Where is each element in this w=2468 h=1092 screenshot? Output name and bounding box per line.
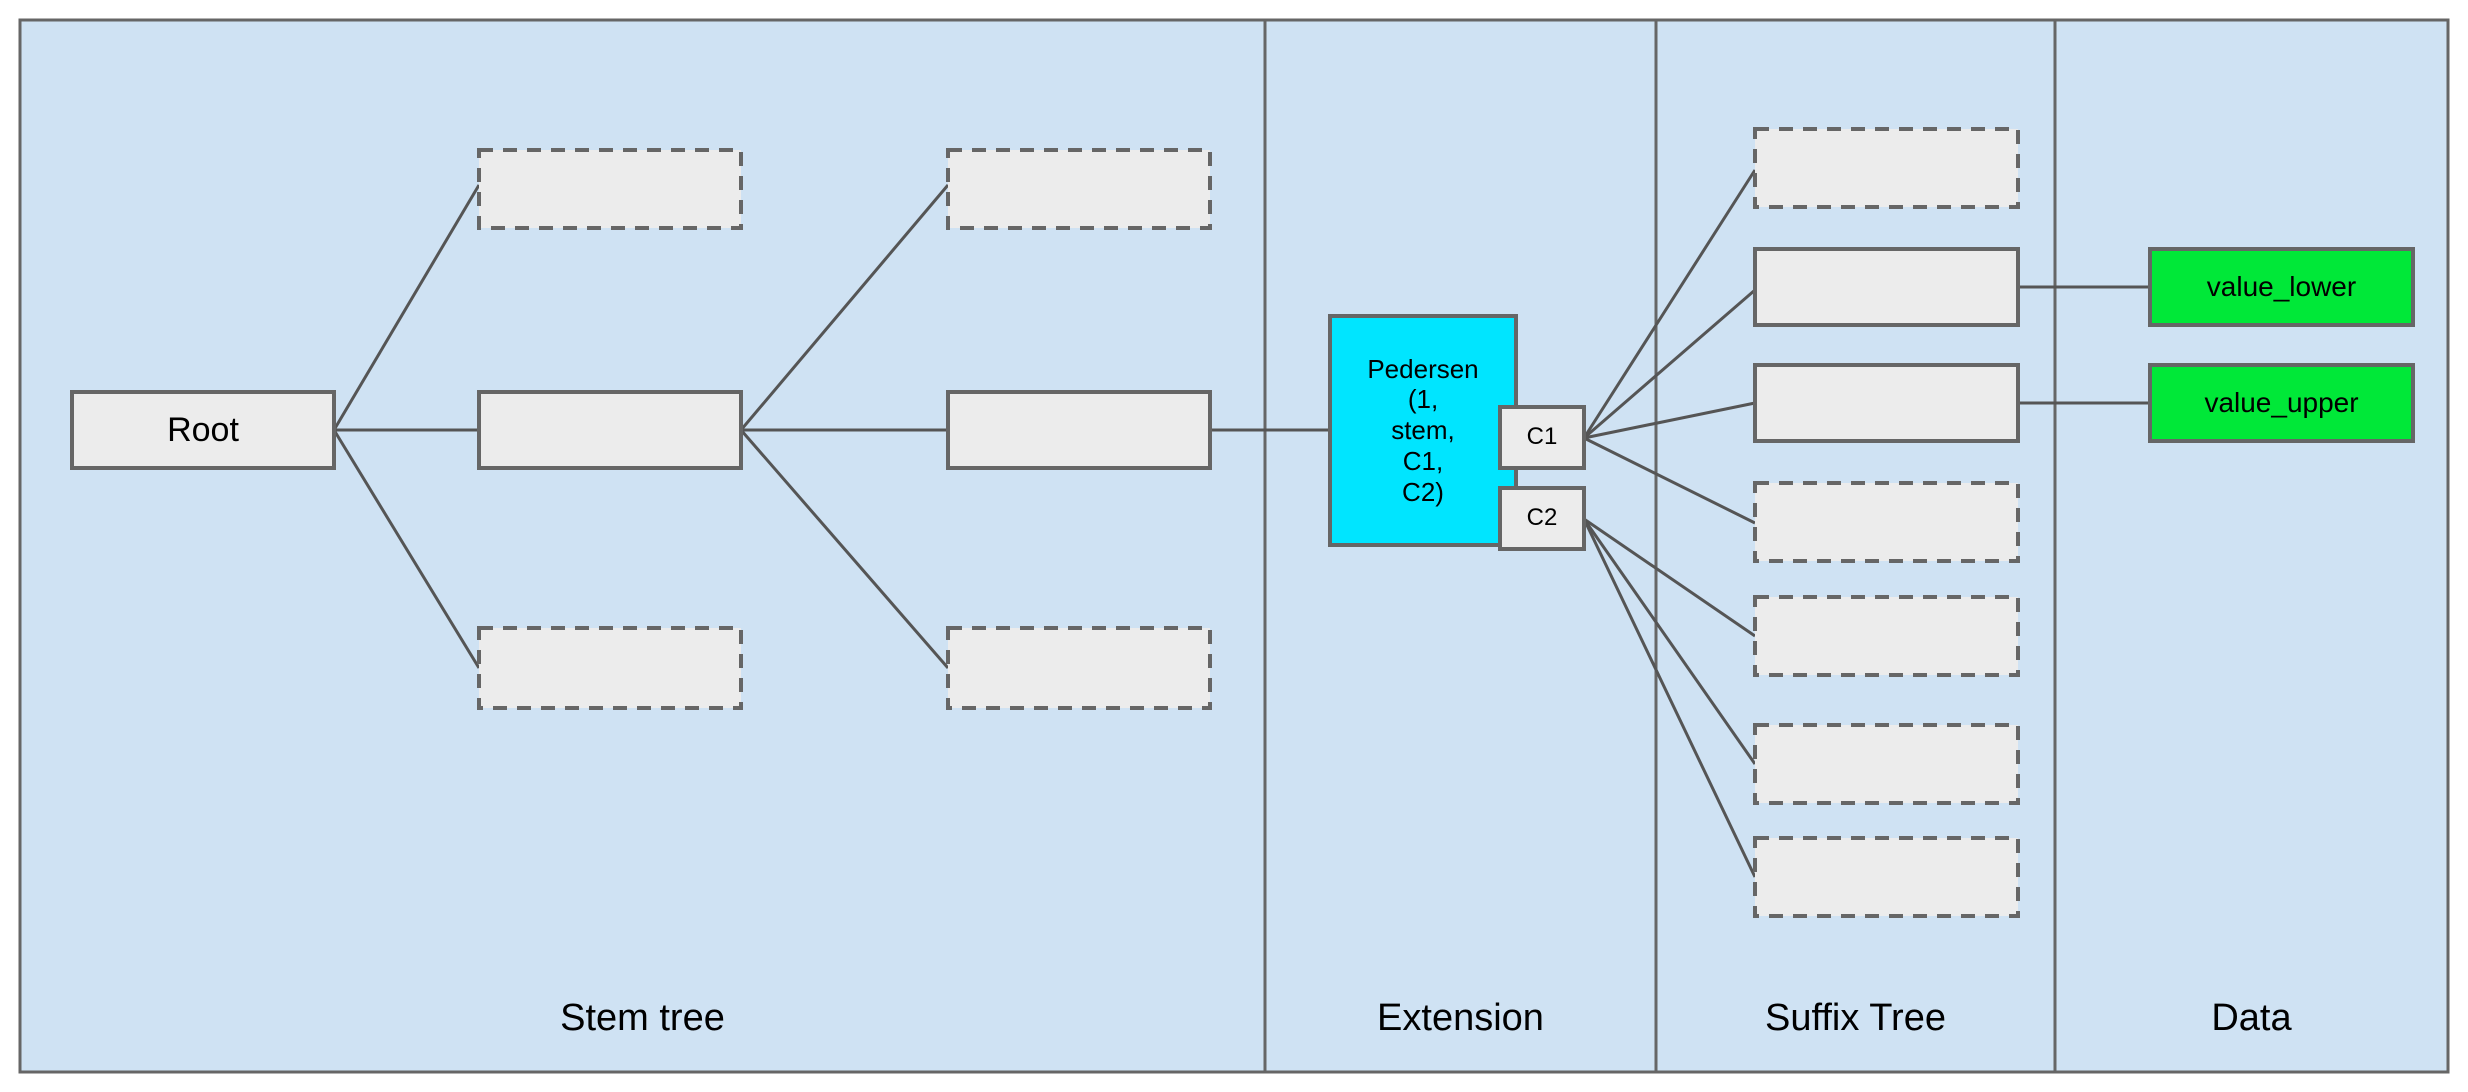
node-value-lower[interactable] bbox=[2148, 247, 2415, 327]
node-c2[interactable] bbox=[1498, 486, 1586, 551]
edge-c1-to-suffix-1 bbox=[1582, 169, 1757, 439]
node-suffix-5[interactable] bbox=[1753, 595, 2020, 677]
edge-c1-to-suffix-2 bbox=[1583, 288, 1756, 440]
node-group bbox=[70, 127, 2415, 918]
node-suffix-1[interactable] bbox=[1753, 127, 2020, 209]
node-pedersen[interactable] bbox=[1328, 314, 1518, 547]
edge-c1-to-suffix-3 bbox=[1583, 401, 1756, 440]
node-suffix-6[interactable] bbox=[1753, 723, 2020, 805]
edge-c1-to-suffix-4 bbox=[1583, 436, 1756, 525]
edge-stem-a-mid-to-stem-b-dn bbox=[739, 429, 950, 669]
node-suffix-4[interactable] bbox=[1753, 481, 2020, 563]
edge-root-to-stem-a-up bbox=[332, 184, 481, 431]
node-c1[interactable] bbox=[1498, 405, 1586, 470]
node-stem-a-mid[interactable] bbox=[477, 390, 743, 470]
node-stem-b-dn[interactable] bbox=[946, 626, 1212, 710]
edge-c2-to-suffix-7 bbox=[1582, 518, 1757, 878]
edge-stem-a-mid-to-stem-b-up bbox=[739, 184, 950, 431]
node-stem-a-up[interactable] bbox=[477, 148, 743, 230]
node-stem-b-mid[interactable] bbox=[946, 390, 1212, 470]
edge-c2-to-suffix-6 bbox=[1582, 518, 1757, 765]
edge-c2-to-suffix-5 bbox=[1583, 517, 1756, 638]
node-suffix-2[interactable] bbox=[1753, 247, 2020, 327]
panel-group bbox=[18, 18, 2450, 1074]
panel-data bbox=[2053, 18, 2450, 1074]
node-suffix-3[interactable] bbox=[1753, 363, 2020, 443]
node-value-upper[interactable] bbox=[2148, 363, 2415, 443]
node-suffix-7[interactable] bbox=[1753, 836, 2020, 918]
node-stem-a-dn[interactable] bbox=[477, 626, 743, 710]
node-root[interactable] bbox=[70, 390, 336, 470]
edge-group bbox=[332, 169, 2150, 878]
edge-root-to-stem-a-dn bbox=[332, 429, 481, 669]
node-stem-b-up[interactable] bbox=[946, 148, 1212, 230]
